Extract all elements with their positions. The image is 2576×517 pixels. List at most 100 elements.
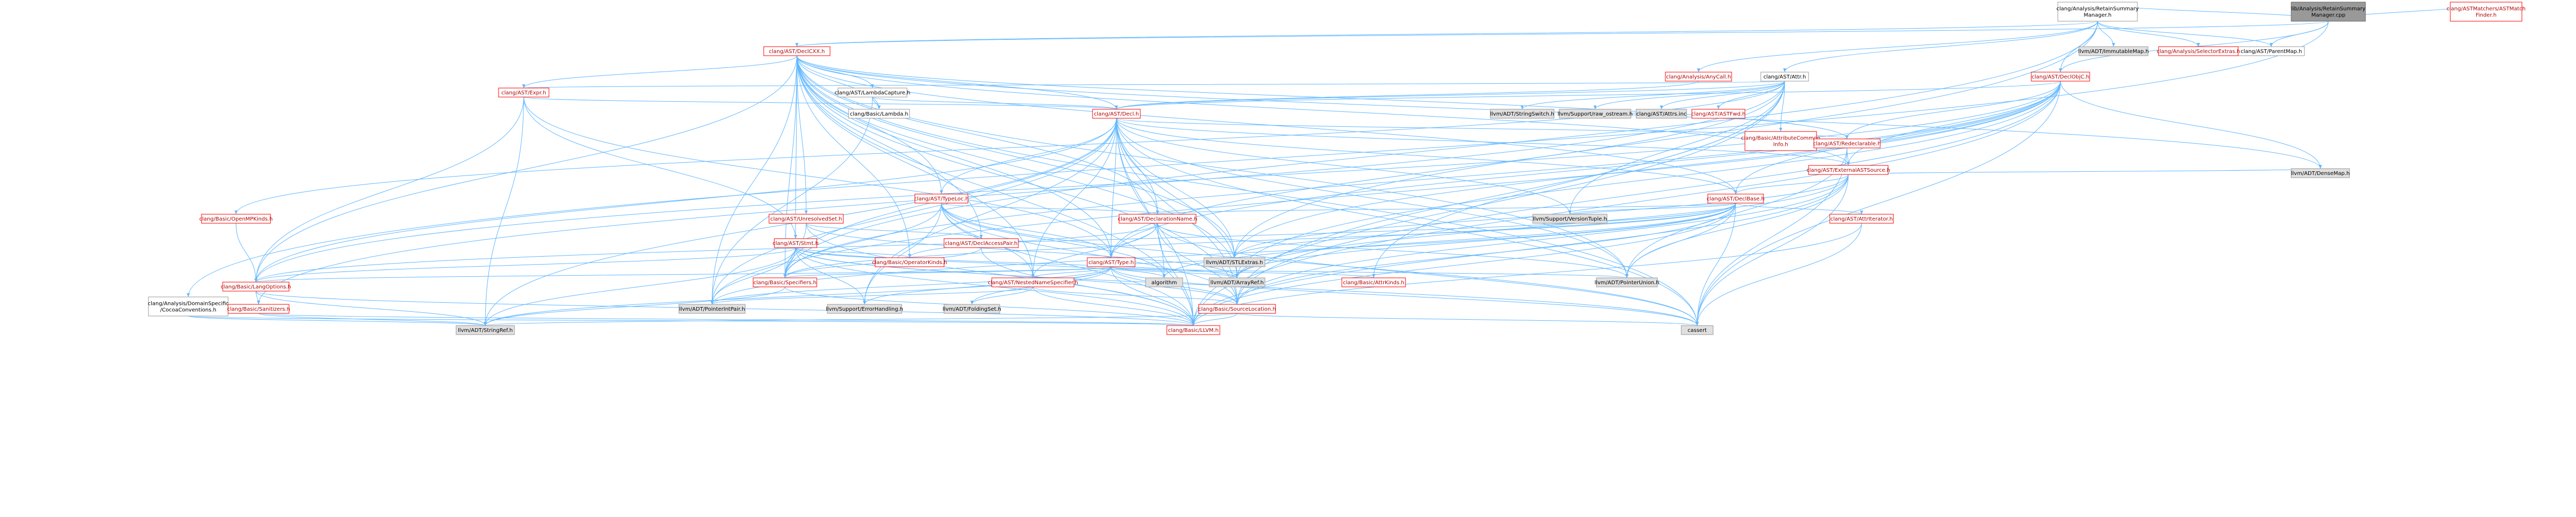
node-sourceloc[interactable]: clang/Basic/SourceLocation.h <box>1198 304 1276 314</box>
node-label: clang/AST/TypeLoc.h <box>914 196 969 202</box>
edge-declobjc-to-decl <box>1115 81 2061 110</box>
node-dependentunresolved[interactable]: clang/AST/DeclAccessPair.h <box>944 238 1019 248</box>
edge-anycall-to-decl <box>1115 81 1699 110</box>
node-attrsinc[interactable]: clang/AST/Attrs.inc <box>1636 109 1687 119</box>
edge-unresolvedset-to-arrayref <box>806 223 1239 278</box>
node-basiclambda[interactable]: clang/Basic/Lambda.h <box>848 109 910 119</box>
edge-redeclarable-to-cassert <box>1696 147 1847 326</box>
node-selectorextras[interactable]: clang/Analysis/SelectorExtras.h <box>2156 46 2240 56</box>
node-expr[interactable]: clang/AST/Expr.h <box>498 87 549 98</box>
node-pointerunion[interactable]: llvm/ADT/PointerUnion.h <box>1594 277 1660 287</box>
node-declname[interactable]: clang/AST/DeclarationName.h <box>1118 214 1198 224</box>
node-typeloc[interactable]: clang/AST/TypeLoc.h <box>914 194 969 204</box>
node-errorhandling[interactable]: llvm/Support/ErrorHandling.h <box>826 304 903 314</box>
node-sanitizers[interactable]: clang/Basic/Sanitizers.h <box>227 304 290 314</box>
node-label: clang/Basic/Lambda.h <box>850 111 908 117</box>
edge-declcxx-to-densemap <box>797 55 2322 169</box>
edge-declname-to-operatorkinds <box>908 223 1158 258</box>
node-label: clang/Basic/LangOptions.h <box>221 284 291 290</box>
edge-nns-to-basicllvm <box>1033 286 1195 326</box>
node-label: clang/AST/UnresolvedSet.h <box>770 216 842 222</box>
edge-type-to-arrayref <box>1111 266 1239 278</box>
node-versiontuple[interactable]: llvm/Support/VersionTuple.h <box>1532 214 1608 224</box>
node-declbase[interactable]: clang/AST/DeclBase.h <box>1707 194 1765 204</box>
node-type[interactable]: clang/AST/Type.h <box>1087 257 1136 267</box>
edge-declcxx-to-stlextras <box>797 55 1236 258</box>
node-label: clang/AST/Expr.h <box>501 90 546 96</box>
node-attrkinds[interactable]: clang/Basic/AttrKinds.h <box>1341 277 1406 287</box>
node-box <box>1209 277 1265 287</box>
edge-declobjc-to-extastsource <box>1847 81 2061 166</box>
node-label: clang/Basic/OpenMPKinds.h <box>199 216 273 222</box>
node-stmt[interactable]: clang/AST/Stmt.h <box>773 238 819 248</box>
edge-declname-to-sourceloc <box>1157 223 1239 305</box>
edge-unresolvedset-to-dependentunresolved <box>806 223 983 239</box>
node-box <box>1829 214 1894 224</box>
node-rawostream[interactable]: llvm/Support/raw_ostream.h <box>1558 109 1633 119</box>
node-attriterator[interactable]: clang/AST/AttrIterator.h <box>1829 214 1894 224</box>
node-stlextras[interactable]: llvm/ADT/STLExtras.h <box>1203 257 1265 267</box>
node-attr[interactable]: clang/AST/Attr.h <box>1760 72 1809 82</box>
edge-declbase-to-attriterator <box>1735 203 1863 215</box>
node-langopts[interactable]: clang/Basic/LangOptions.h <box>221 282 291 292</box>
edge-declobjc-to-cassert <box>1696 81 2061 326</box>
node-parentmap[interactable]: clang/AST/ParentMap.h <box>2238 46 2305 56</box>
node-extastsource[interactable]: clang/AST/ExternalASTSource.h <box>1806 165 1890 175</box>
node-decl[interactable]: clang/AST/Decl.h <box>1092 109 1141 119</box>
node-openmpkinds[interactable]: clang/Basic/OpenMPKinds.h <box>199 214 273 224</box>
edge-extastsource-to-densemap <box>1848 168 2321 175</box>
node-box <box>498 87 549 98</box>
node-cassert[interactable]: cassert <box>1681 325 1714 335</box>
node-label: clang/Basic/LLVM.h <box>1168 328 1218 334</box>
node-foldingset[interactable]: llvm/ADT/FoldingSet.h <box>942 304 1001 314</box>
node-arrayref[interactable]: llvm/ADT/ArrayRef.h <box>1209 277 1265 287</box>
node-stringref[interactable]: llvm/ADT/StringRef.h <box>456 325 515 335</box>
node-label: clang/ASTMatchers/ASTMatch <box>2447 6 2526 12</box>
node-astfwd[interactable]: clang/AST/ASTFwd.h <box>1691 109 1745 119</box>
node-unresolvedset[interactable]: clang/AST/UnresolvedSet.h <box>769 214 844 224</box>
node-immutablemap[interactable]: llvm/ADT/ImmutableMap.h <box>2078 46 2149 56</box>
node-declobjc[interactable]: clang/AST/DeclObjC.h <box>2031 72 2090 82</box>
edge-decl-to-declbase <box>1116 118 1737 195</box>
node-redeclarable[interactable]: clang/AST/Redeclarable.h <box>1813 138 1881 148</box>
edge-stmt-to-stringref <box>484 247 796 326</box>
node-box <box>1808 165 1889 175</box>
edge-decl-to-redeclarable <box>1116 118 1848 139</box>
node-pointerintpair[interactable]: llvm/ADT/PointerIntPair.h <box>678 304 746 314</box>
node-declcxx[interactable]: clang/AST/DeclCXX.h <box>763 46 831 56</box>
node-label: Manager.cpp <box>2311 13 2345 19</box>
node-operatorkinds[interactable]: clang/Basic/OperatorKinds.h <box>872 257 947 267</box>
node-label: llvm/Support/VersionTuple.h <box>1533 216 1607 222</box>
node-label: clang/Analysis/AnyCall.h <box>1666 74 1731 80</box>
node-specifiers[interactable]: clang/Basic/Specifiers.h <box>753 277 817 287</box>
edge-declname-to-basicllvm <box>1157 223 1195 326</box>
node-label: clang/AST/Type.h <box>1088 260 1134 266</box>
edge-type-to-specifiers <box>783 266 1112 278</box>
edge-expr-to-stmt <box>523 97 797 239</box>
edge-declbase-to-cassert <box>1696 203 1736 326</box>
node-domainconv[interactable]: clang/Analysis/DomainSpecific/CocoaConve… <box>148 296 229 317</box>
edge-attr-to-sourceloc <box>1235 81 1785 305</box>
node-densemap[interactable]: llvm/ADT/DenseMap.h <box>2291 168 2350 178</box>
node-nns[interactable]: clang/AST/NestedNameSpecifier.h <box>988 277 1078 287</box>
edge-rsm_h-to-immutablemap <box>2097 21 2115 47</box>
node-basicllvm[interactable]: clang/Basic/LLVM.h <box>1166 325 1220 335</box>
node-label: cassert <box>1688 328 1707 334</box>
node-anycall[interactable]: clang/Analysis/AnyCall.h <box>1665 72 1732 82</box>
node-algorithm[interactable]: algorithm <box>1145 277 1183 287</box>
node-lambdacapture[interactable]: clang/AST/LambdaCapture.h <box>835 87 911 98</box>
edge-langopts-to-sanitizers <box>256 291 260 305</box>
edge-decl-to-errorhandling <box>863 118 1117 305</box>
edge-root-to-declcxx <box>796 21 2329 47</box>
node-box <box>914 194 968 204</box>
node-stringswitch[interactable]: llvm/ADT/StringSwitch.h <box>1490 109 1555 119</box>
edge-expr-to-langopts <box>254 97 524 283</box>
node-label: llvm/Support/ErrorHandling.h <box>826 306 903 312</box>
node-label: clang/AST/Stmt.h <box>773 241 819 247</box>
node-label: clang/AST/DeclBase.h <box>1707 196 1765 202</box>
